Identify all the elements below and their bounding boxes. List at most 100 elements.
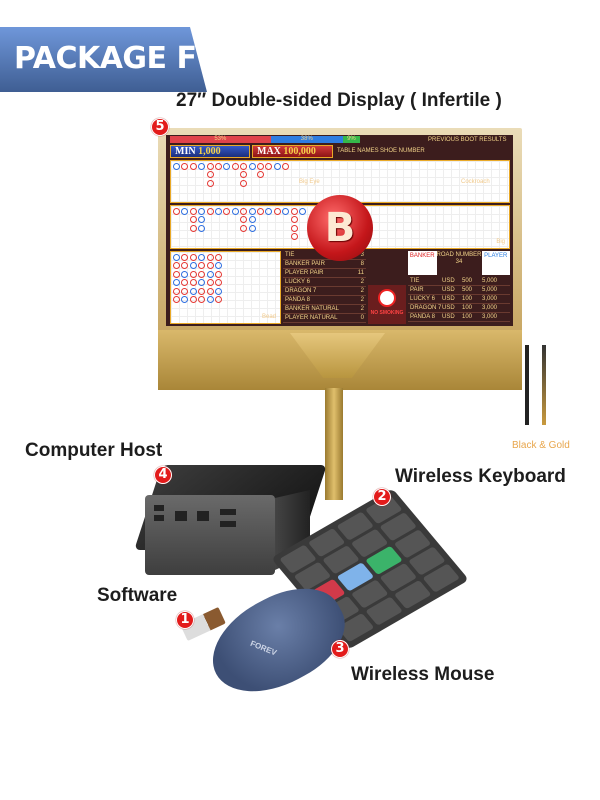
big-road-label: Big	[496, 239, 505, 245]
pen-color-label: Black & Gold	[512, 440, 570, 451]
road-dot	[173, 296, 180, 303]
road-dot	[181, 254, 189, 261]
wireless-keyboard-label: Wireless Keyboard	[395, 466, 566, 487]
payout-max: 5,000	[482, 278, 498, 284]
bead-road: Bead	[170, 251, 281, 324]
win-rate-bar: 53% 38% 9%	[170, 136, 360, 143]
road-dot	[248, 163, 256, 170]
stat-name: TIE	[285, 252, 295, 258]
road-dot	[215, 262, 222, 270]
stat-value: 2	[360, 306, 364, 312]
min-label: MIN	[175, 146, 196, 157]
payout-min: 100	[462, 305, 473, 311]
road-dot	[290, 216, 298, 224]
road-dot	[290, 233, 298, 241]
result-ball: B	[307, 195, 373, 261]
road-dot	[206, 171, 214, 179]
road-dot	[248, 216, 256, 224]
max-label: MAX	[257, 146, 281, 157]
road-dot	[231, 208, 239, 215]
road-dot	[173, 270, 180, 278]
road-dot	[173, 279, 180, 287]
road-dot	[206, 163, 214, 170]
road-dot	[181, 270, 189, 278]
road-dot	[173, 208, 180, 215]
table-name-label: TABLE NAMES	[337, 148, 379, 154]
road-dot	[189, 224, 197, 232]
road-dot	[181, 163, 189, 170]
payout-name: PANDA 8	[410, 314, 435, 320]
road-dot	[173, 287, 180, 295]
computer-host-label: Computer Host	[25, 440, 163, 461]
payout-min: 500	[462, 287, 473, 293]
road-dot	[189, 163, 197, 170]
payout-max: 3,000	[482, 296, 498, 302]
payout-name: TIE	[410, 278, 420, 284]
no-smoking-text: NO SMOKING	[370, 310, 404, 316]
road-dot	[189, 279, 197, 287]
road-dot	[198, 279, 206, 287]
road-dot	[290, 208, 298, 215]
ethernet-port	[197, 511, 209, 521]
no-smoking-sign: NO SMOKING	[368, 285, 406, 324]
payout-name: PAIR	[410, 287, 424, 293]
payout-max: 3,000	[482, 314, 498, 320]
shoe-number-label: SHOE NUMBER	[380, 148, 425, 154]
road-dot	[248, 208, 256, 215]
road-dot	[189, 216, 197, 224]
road-dot	[173, 163, 180, 170]
payout-cur: USD	[442, 305, 455, 311]
stat-name: PLAYER PAIR	[285, 270, 324, 276]
road-dot	[198, 262, 206, 270]
max-value: 100,000	[283, 146, 316, 157]
road-dot	[206, 296, 214, 303]
road-dot	[215, 270, 222, 278]
payout-name: LUCKY 6	[410, 296, 435, 302]
road-dot	[273, 208, 281, 215]
road-dot	[206, 254, 214, 261]
badge-3: 3	[331, 640, 349, 658]
stat-value: 2	[360, 288, 364, 294]
usb-port	[154, 505, 164, 511]
road-dot	[198, 216, 206, 224]
bead-road-label: Bead	[261, 314, 276, 320]
road-dot	[206, 279, 214, 287]
stat-name: PANDA 8	[285, 297, 310, 303]
road-dot	[181, 208, 189, 215]
min-bet: MIN 1,000	[170, 145, 250, 158]
player-label: PLAYER	[481, 251, 511, 275]
road-dot	[240, 163, 248, 170]
previous-results-label: PREVIOUS BOOT RESULTS	[428, 137, 507, 143]
cockroach-label: Cockroach	[461, 179, 490, 185]
road-dot	[206, 270, 214, 278]
package-banner: PACKAGE F	[0, 27, 207, 92]
road-dot	[173, 254, 180, 261]
stat-value: 11	[357, 270, 364, 276]
road-dot	[189, 262, 197, 270]
road-dot	[240, 179, 248, 187]
road-dot	[198, 270, 206, 278]
road-dot	[198, 254, 206, 261]
road-dot	[198, 163, 206, 170]
road-dot	[265, 163, 273, 170]
road-dot	[181, 279, 189, 287]
road-dot	[181, 262, 189, 270]
road-dot	[215, 287, 222, 295]
stat-name: BANKER PAIR	[285, 261, 325, 267]
road-dot	[189, 208, 197, 215]
road-dot	[215, 296, 222, 303]
usb-port	[154, 515, 164, 521]
payout-cur: USD	[442, 296, 455, 302]
road-dot	[215, 254, 222, 261]
banker-percent: 53%	[214, 136, 227, 142]
wireless-mouse-label: Wireless Mouse	[351, 664, 495, 685]
